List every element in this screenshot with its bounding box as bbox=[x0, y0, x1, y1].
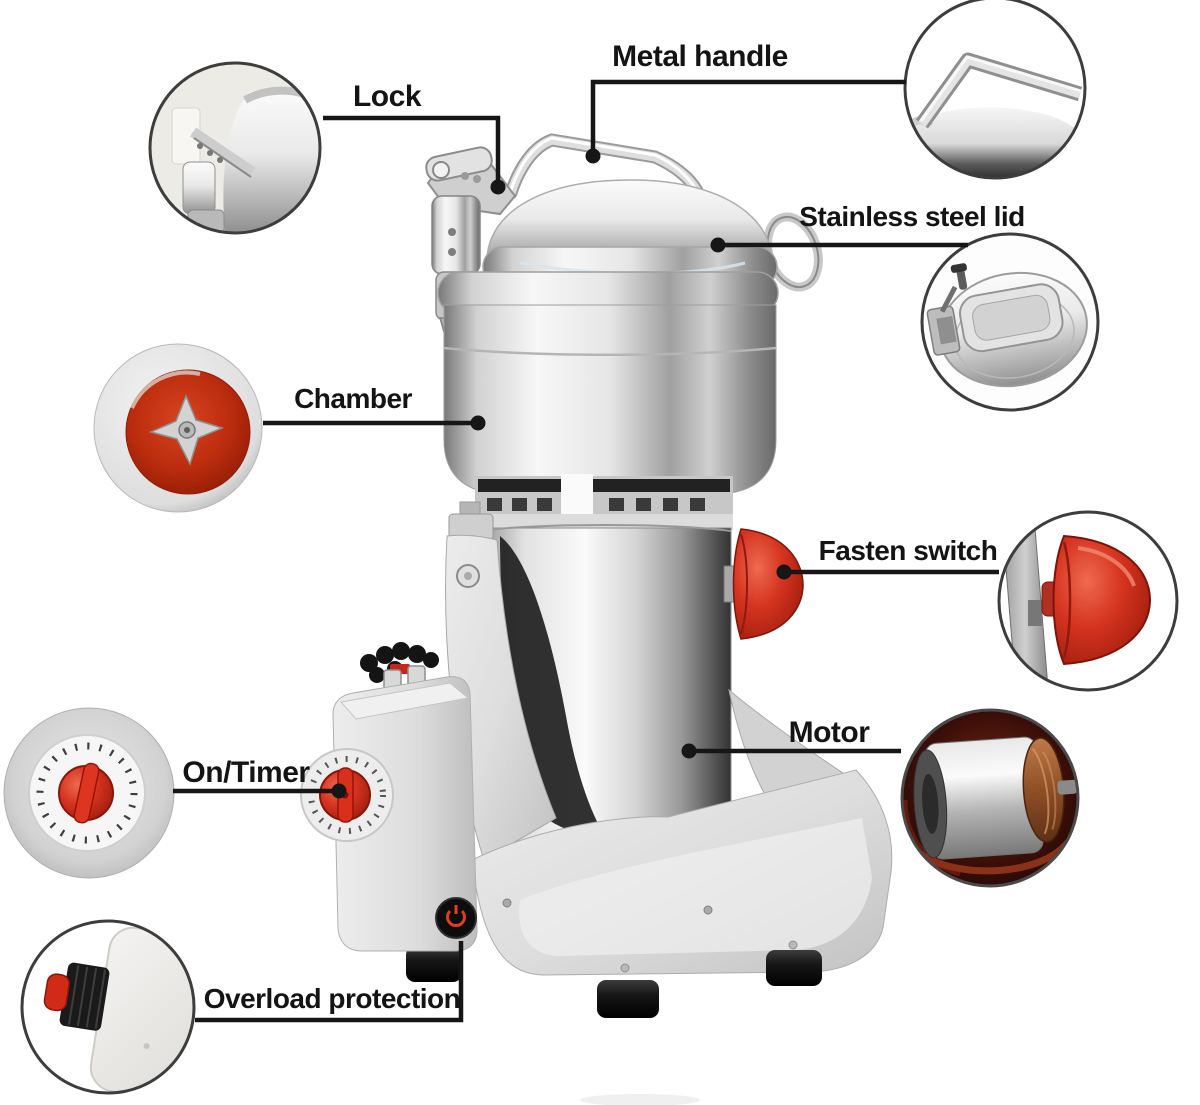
metal-handle bbox=[504, 133, 704, 200]
leader-dot-metal-handle bbox=[585, 148, 601, 164]
floor-shadow bbox=[580, 1094, 700, 1105]
on-timer-detail-inset bbox=[3, 707, 175, 879]
chamber-detail-inset bbox=[93, 343, 263, 513]
lock-detail-inset bbox=[148, 61, 322, 235]
motor-detail-inset bbox=[900, 708, 1080, 888]
timer-knob bbox=[300, 748, 394, 842]
leader-dot-on-timer bbox=[331, 783, 347, 799]
leader-dots bbox=[331, 148, 792, 799]
leader-dot-lock bbox=[490, 179, 506, 195]
callout-label-chamber: Chamber bbox=[294, 383, 412, 414]
leader-dot-chamber bbox=[470, 415, 486, 431]
leader-line-lock bbox=[323, 115, 501, 182]
overload-button bbox=[435, 897, 477, 939]
callout-label-lock: Lock bbox=[352, 80, 422, 113]
leader-dot-fasten-switch bbox=[776, 564, 792, 580]
overload-protection-detail-inset bbox=[20, 919, 196, 1095]
base-stand bbox=[471, 688, 893, 976]
callout-label-on-timer: On/Timer bbox=[182, 756, 310, 789]
fasten-switch-detail-inset bbox=[997, 510, 1179, 692]
callout-label-overload-protection: Overload protection bbox=[203, 983, 461, 1014]
callout-label-fasten-switch: Fasten switch bbox=[818, 535, 998, 566]
leader-line-overload-protection bbox=[195, 941, 464, 1023]
leader-dot-stainless-steel-lid bbox=[710, 237, 726, 253]
grinder-photo bbox=[300, 133, 893, 1105]
callout-label-motor: Motor bbox=[788, 716, 870, 749]
stainless-steel-lid bbox=[482, 179, 778, 288]
leader-lines bbox=[173, 79, 999, 1023]
metal-handle-detail-inset bbox=[903, 0, 1087, 180]
leader-dot-motor bbox=[681, 743, 697, 759]
support-bracket bbox=[445, 501, 557, 861]
control-box bbox=[300, 642, 478, 952]
rubber-feet bbox=[406, 946, 822, 1018]
chamber-cup bbox=[437, 271, 779, 495]
stainless-steel-lid-detail-inset bbox=[920, 232, 1100, 412]
leader-line-metal-handle bbox=[590, 79, 906, 150]
callout-label-metal-handle: Metal handle bbox=[612, 40, 788, 73]
fasten-switch-knob bbox=[723, 528, 804, 640]
callout-label-stainless-steel-lid: Stainless steel lid bbox=[799, 201, 1025, 232]
collar bbox=[475, 474, 733, 532]
